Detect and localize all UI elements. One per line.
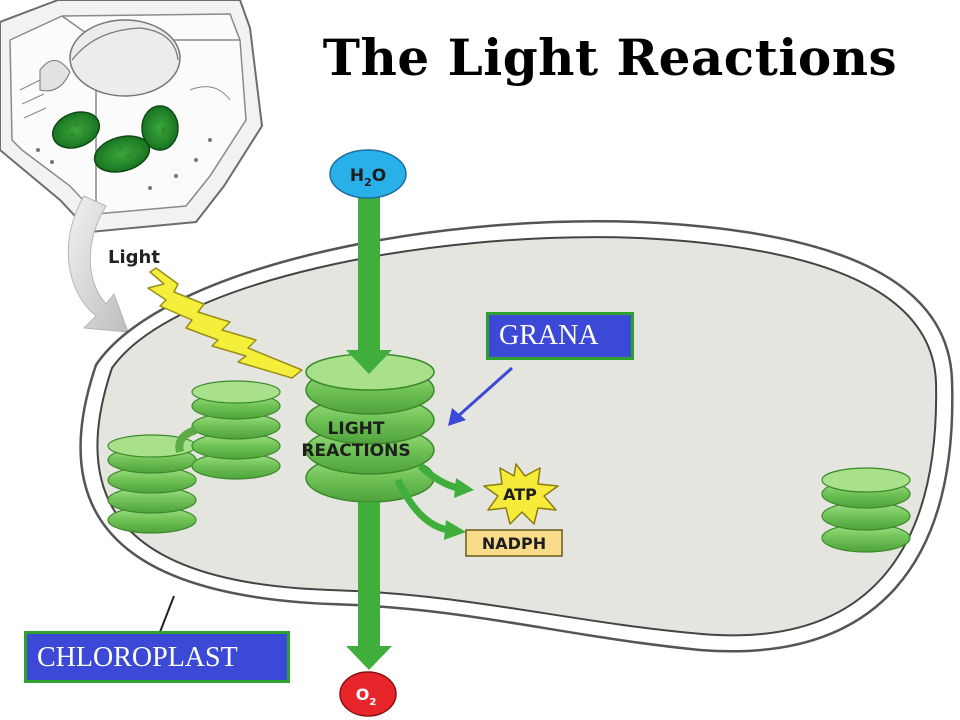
chloroplast-label-box: CHLOROPLAST [24,631,290,683]
light-label: Light [108,247,160,268]
atp-label: ATP [503,485,537,504]
light-reactions-line2: REACTIONS [301,441,410,461]
nadph-box [465,529,563,557]
oxygen-output-arrow [346,502,392,670]
o2-oval [339,671,397,717]
cell-chloroplast [93,135,151,173]
cell-chloroplast [141,105,179,151]
grana-label-box: GRANA [486,312,634,360]
lightning-bolt [147,267,303,379]
nadph-output-arrow [394,478,449,534]
granum-stack-right [821,467,911,553]
grana-pointer-arrow [448,366,513,426]
slide-title: The Light Reactions [322,28,898,87]
grana-label: GRANA [499,320,599,351]
chloroplast-pointer-line [159,595,175,633]
water-input-arrow [346,196,392,374]
chloroplast-label: CHLOROPLAST [37,642,238,673]
o2-label: O2 [356,685,377,708]
cell-chloroplast [51,111,101,149]
chloroplast-stroma [96,236,938,637]
h2o-label: H2O [350,166,386,189]
h2o-oval [329,149,407,199]
atp-starburst [483,463,559,525]
light-reactions-line1: LIGHT [328,419,385,439]
plant-cell-illustration [0,0,264,234]
atp-output-arrow [417,463,459,492]
granum-stack-left [107,434,197,534]
granum-stack-mid [175,380,281,480]
nadph-label: NADPH [482,534,546,553]
granum-stack-central [305,353,435,503]
